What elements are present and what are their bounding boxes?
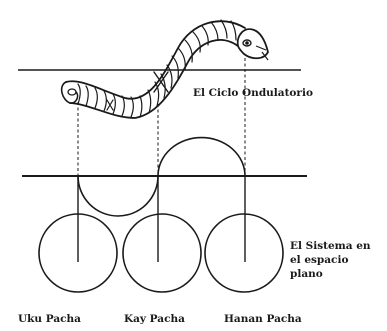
- serpent-tail: [62, 82, 78, 103]
- system-label-line2: el espacio: [290, 253, 348, 267]
- serpent-cross-mark-2: [107, 100, 113, 110]
- label-hanan-pacha: Hanan Pacha: [224, 312, 302, 326]
- system-label-line3: plano: [290, 267, 323, 281]
- serpent-tail-detail: [68, 89, 76, 95]
- circle-kay-pacha: [123, 214, 201, 292]
- serpent-head: [238, 29, 268, 60]
- circle-hanan-pacha: [205, 214, 283, 292]
- serpent: [62, 20, 245, 118]
- wave-lower-arc: [78, 176, 158, 216]
- cycle-label: El Ciclo Ondulatorio: [193, 86, 313, 100]
- label-kay-pacha: Kay Pacha: [124, 312, 185, 326]
- serpent-scales: [78, 20, 236, 117]
- label-uku-pacha: Uku Pacha: [18, 312, 81, 326]
- world-circles: [39, 214, 283, 292]
- wave-upper-arc: [158, 138, 245, 176]
- circle-axes: [78, 176, 245, 262]
- system-label-line1: El Sistema en: [290, 239, 371, 253]
